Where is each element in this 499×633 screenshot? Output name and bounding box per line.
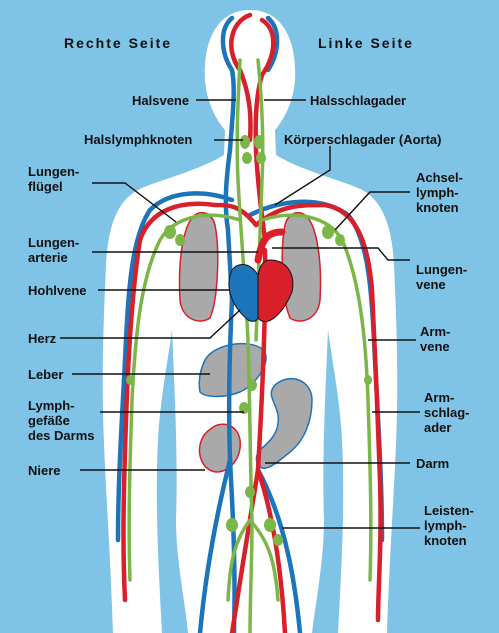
label-line: gefäße — [28, 413, 94, 428]
label-line: lymph- — [416, 185, 463, 200]
label-leber: Leber — [28, 367, 63, 382]
label-line: flügel — [28, 179, 79, 194]
label-line: ader — [424, 420, 470, 435]
label-halsschlagader: Halsschlagader — [310, 93, 406, 108]
label-line: Leisten- — [424, 503, 474, 518]
neck-lymph-node — [242, 152, 252, 164]
label-line: knoten — [424, 533, 474, 548]
arm-lymph-node — [364, 375, 372, 385]
neck-lymph-node — [254, 135, 264, 149]
label-line: lymph- — [424, 518, 474, 533]
label-armschlagader: Arm- schlag- ader — [424, 390, 470, 435]
label-lungenvene: Lungen- vene — [416, 262, 467, 292]
axillary-lymph-node — [335, 234, 345, 246]
neck-lymph-node — [240, 135, 250, 149]
intestinal-lymph-node — [247, 379, 257, 391]
label-line: Arm- — [420, 324, 450, 339]
axillary-lymph-node — [322, 225, 334, 239]
label-herz: Herz — [28, 331, 56, 346]
neck-lymph-node — [256, 152, 266, 164]
axillary-lymph-node — [175, 234, 185, 246]
label-halslymphknoten: Halslymphknoten — [84, 132, 192, 147]
label-line: vene — [416, 277, 467, 292]
inguinal-lymph-node — [264, 518, 276, 532]
axillary-lymph-node — [164, 225, 176, 239]
label-hohlvene: Hohlvene — [28, 283, 87, 298]
label-line: knoten — [416, 200, 463, 215]
label-line: vene — [420, 339, 450, 354]
label-line: Arm- — [424, 390, 470, 405]
label-lymphgefaesse: Lymph- gefäße des Darms — [28, 398, 94, 443]
label-lungenarterie: Lungen- arterie — [28, 235, 79, 265]
label-line: schlag- — [424, 405, 470, 420]
label-aorta: Körperschlagader (Aorta) — [284, 132, 441, 147]
label-line: arterie — [28, 250, 79, 265]
label-line: Lymph- — [28, 398, 94, 413]
intestinal-lymph-node — [245, 486, 255, 498]
label-line: Lungen- — [416, 262, 467, 277]
label-lungenfluegel: Lungen- flügel — [28, 164, 79, 194]
label-niere: Niere — [28, 463, 61, 478]
inguinal-lymph-node — [273, 534, 283, 546]
label-leistenlymphknoten: Leisten- lymph- knoten — [424, 503, 474, 548]
label-line: des Darms — [28, 428, 94, 443]
label-line: Lungen- — [28, 164, 79, 179]
label-line: Achsel- — [416, 170, 463, 185]
right-side-heading: Rechte Seite — [64, 36, 172, 51]
label-armvene: Arm- vene — [420, 324, 450, 354]
label-darm: Darm — [416, 456, 449, 471]
inguinal-lymph-node — [226, 518, 238, 532]
left-side-heading: Linke Seite — [318, 36, 414, 51]
arm-lymph-node — [126, 375, 134, 385]
label-line: Lungen- — [28, 235, 79, 250]
label-halsvene: Halsvene — [132, 93, 189, 108]
label-achsellymphknoten: Achsel- lymph- knoten — [416, 170, 463, 215]
